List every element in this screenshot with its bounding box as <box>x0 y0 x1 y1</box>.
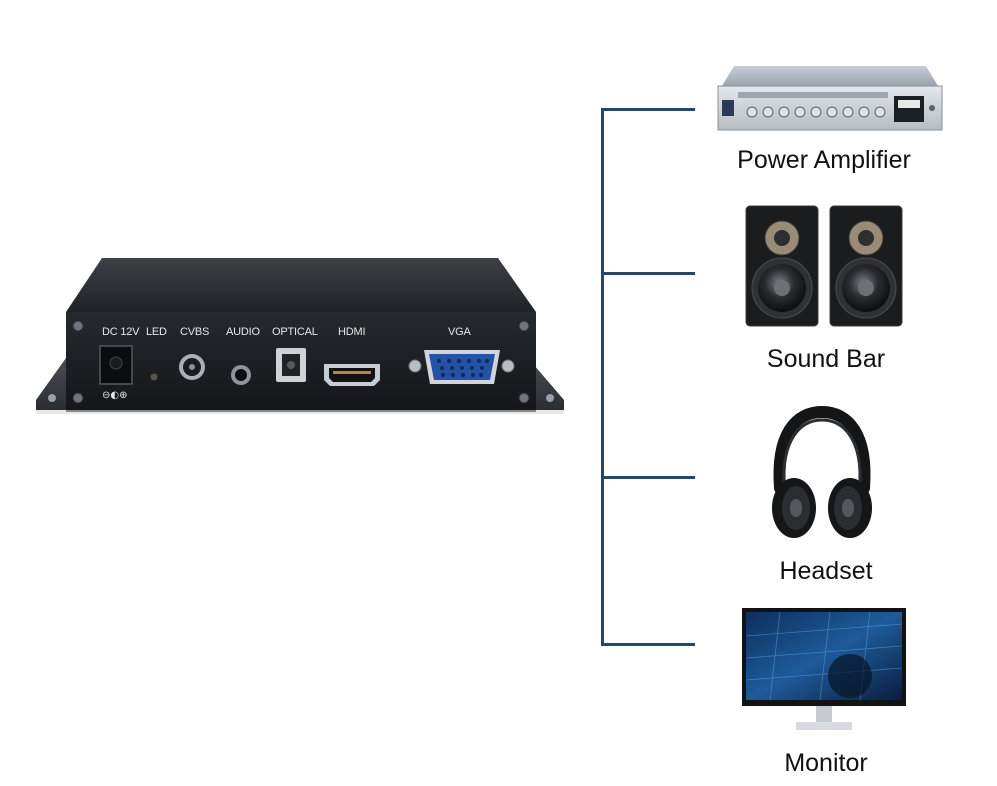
polarity-symbol: ⊖◐⊕ <box>102 390 128 401</box>
device-ports-graphic <box>99 345 515 386</box>
connector-branch-headset <box>601 476 695 479</box>
connector-branch-amplifier <box>601 108 695 111</box>
port-label-audio: AUDIO <box>226 326 260 338</box>
led-indicator-icon <box>150 373 158 381</box>
dc-jack-icon <box>99 345 133 385</box>
cvbs-jack-icon <box>179 354 205 380</box>
port-label-led: LED <box>146 326 167 338</box>
audio-jack-icon <box>231 365 251 385</box>
port-label-dc: DC 12V <box>102 326 140 338</box>
power-amplifier-icon <box>716 62 944 134</box>
speakers-icon <box>744 204 904 328</box>
output-label-power-amplifier: Power Amplifier <box>737 146 911 174</box>
port-label-vga: VGA <box>448 326 471 338</box>
monitor-icon <box>740 606 908 738</box>
connector-branch-monitor <box>601 643 695 646</box>
output-label-headset: Headset <box>779 557 873 585</box>
optical-port-icon <box>276 348 306 382</box>
connector-trunk-line <box>601 108 604 646</box>
connector-branch-soundbar <box>601 272 695 275</box>
port-label-optical: OPTICAL <box>272 326 318 338</box>
port-label-hdmi: HDMI <box>338 326 366 338</box>
port-label-cvbs: CVBS <box>180 326 210 338</box>
vga-port-icon <box>408 350 515 384</box>
headphones-icon <box>766 404 878 544</box>
hdmi-port-icon <box>324 364 380 386</box>
output-label-monitor: Monitor <box>784 749 868 777</box>
output-label-sound-bar: Sound Bar <box>766 345 886 373</box>
media-player-device: DC 12V LED CVBS AUDIO OPTICAL HDMI VGA ⊖… <box>30 250 570 430</box>
